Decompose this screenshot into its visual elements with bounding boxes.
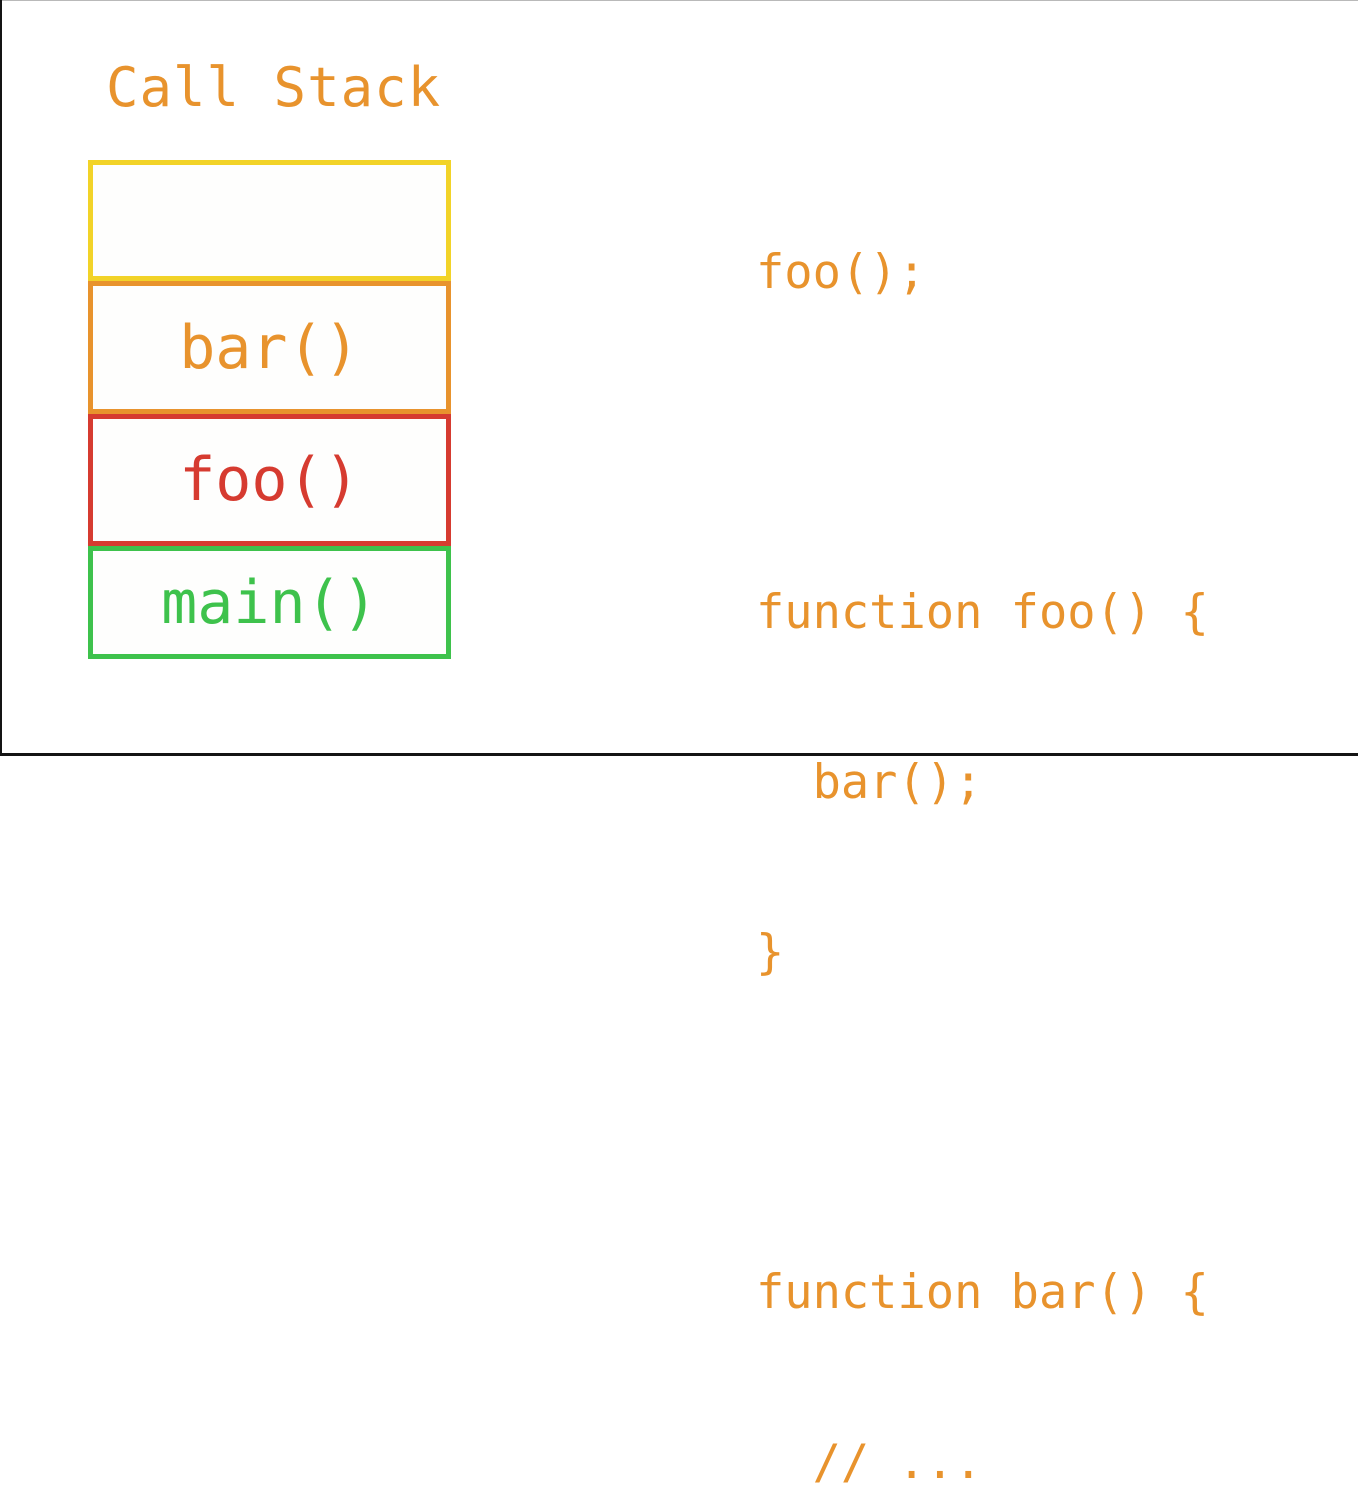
- code-line: function foo() {: [756, 585, 1209, 640]
- code-line: [756, 1093, 1209, 1153]
- stack-frame-label: bar(): [179, 312, 360, 383]
- stack-frame-empty: [88, 160, 451, 281]
- code-line: // ...: [756, 1435, 983, 1490]
- code-line: bar();: [756, 755, 983, 810]
- stack-frame-bar: bar(): [88, 281, 451, 414]
- code-line: foo();: [756, 245, 926, 300]
- stack-frame-foo: foo(): [88, 414, 451, 546]
- call-stack-title: Call Stack: [106, 56, 442, 119]
- stack-frame-main: main(): [88, 546, 451, 659]
- code-line: function bar() {: [756, 1265, 1209, 1320]
- call-stack-diagram: bar() foo() main(): [88, 160, 451, 659]
- code-line: [756, 413, 1209, 473]
- frame-top-edge: [0, 0, 1358, 1]
- stack-frame-label: main(): [161, 567, 378, 638]
- code-line: }: [756, 925, 785, 980]
- code-snippet: foo(); function foo() { bar(); } functio…: [756, 133, 1209, 1512]
- stack-frame-label: foo(): [179, 445, 360, 515]
- frame-bottom-edge: [0, 753, 1358, 756]
- frame-left-edge: [0, 0, 2, 756]
